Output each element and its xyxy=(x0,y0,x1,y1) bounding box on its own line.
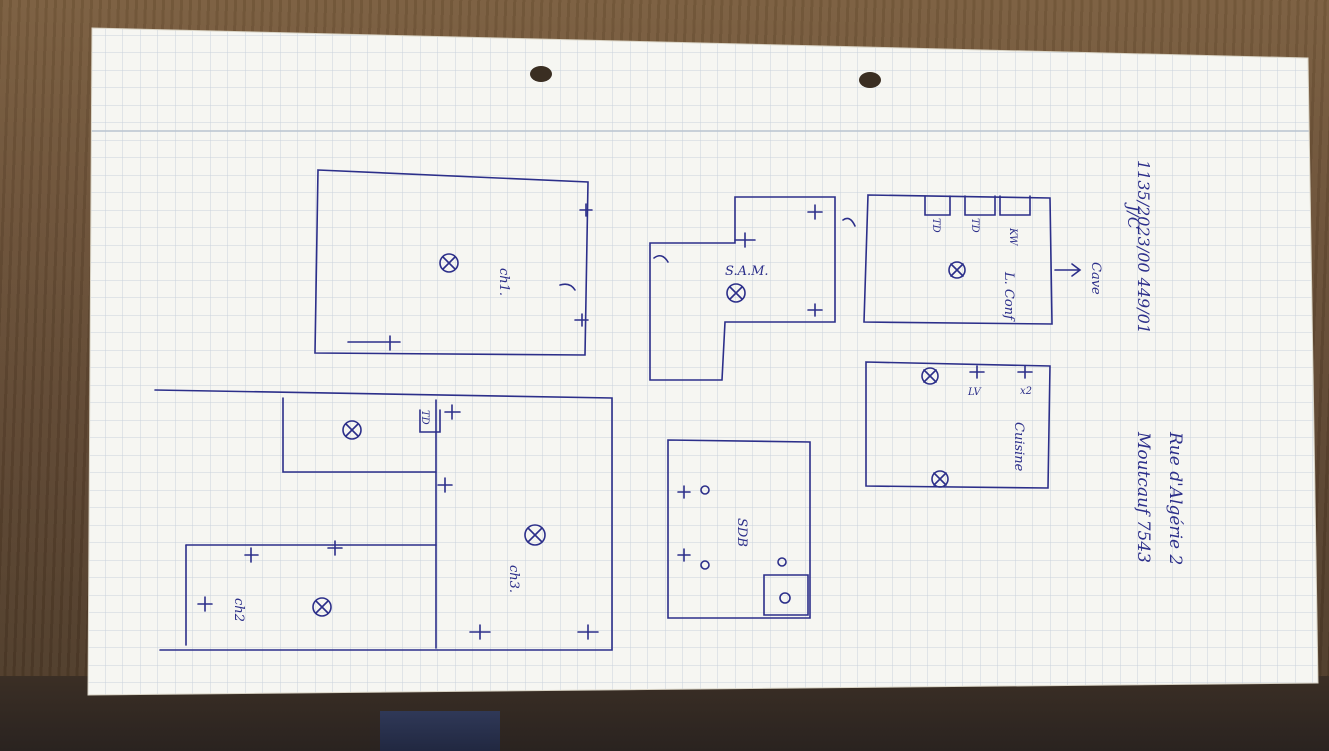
address-line-2: Moutcauf 7543 xyxy=(1133,431,1153,563)
label-td: TD xyxy=(419,410,430,425)
light-symbol xyxy=(342,420,362,440)
room-ch1-walls xyxy=(314,169,589,356)
blue-cloth xyxy=(380,711,500,751)
header-reference: 1135/2023/00 449/01 xyxy=(1134,160,1153,334)
room-label-cave: Cave xyxy=(1088,262,1103,295)
light-symbol xyxy=(524,524,546,546)
label-td: TD xyxy=(930,218,941,233)
room-label-sam: S.A.M. xyxy=(725,264,769,279)
room-cuisine-walls xyxy=(865,361,1051,489)
punch-hole xyxy=(530,66,552,82)
room-ch3-walls xyxy=(154,389,613,651)
room-label-ch1: ch1. xyxy=(496,268,511,296)
label-lv: LV xyxy=(967,387,982,398)
label-kw: KW xyxy=(1007,227,1018,246)
light-symbol xyxy=(921,367,939,385)
room-label-cuisine: Cuisine xyxy=(1011,422,1026,472)
light-symbol xyxy=(312,597,332,617)
arrow-to-cave xyxy=(1054,263,1082,277)
address-line-1: Rue d'Algérie 2 xyxy=(1165,431,1185,565)
light-symbol xyxy=(439,253,459,273)
punch-hole xyxy=(859,72,881,88)
room-label-sdb: SDB xyxy=(734,518,749,547)
header-code: J/C xyxy=(1124,202,1143,229)
room-lconf-walls xyxy=(863,194,1053,325)
light-symbol xyxy=(948,261,966,279)
label-td: TD xyxy=(969,218,980,233)
room-label-lconf: L. Conf xyxy=(1001,271,1016,322)
room-label-ch3: ch3. xyxy=(506,565,521,593)
room-sam-walls xyxy=(649,196,836,381)
light-symbol xyxy=(726,283,746,303)
light-symbol xyxy=(931,470,949,488)
room-label-ch2: ch2 xyxy=(231,598,246,622)
room-sdb-walls xyxy=(667,439,811,619)
label-x2: x2 xyxy=(1020,386,1032,397)
